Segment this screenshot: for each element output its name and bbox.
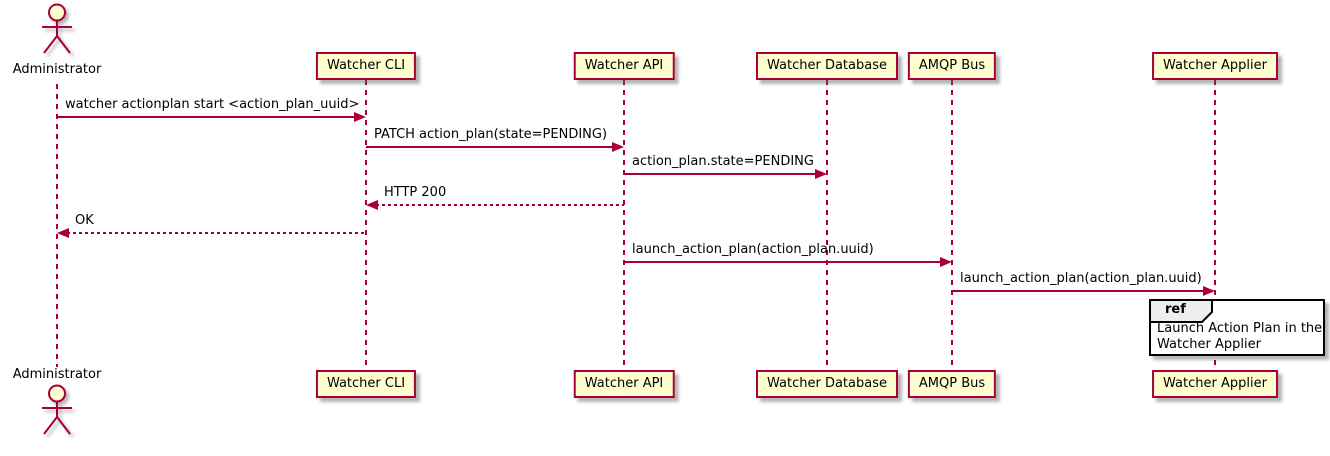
participant-box-watcher-api-bottom: Watcher API <box>573 370 675 398</box>
lifeline-amqp-bus <box>951 80 953 370</box>
message-label-3: HTTP 200 <box>384 185 447 200</box>
participant-box-watcher-applier-top: Watcher Applier <box>1152 52 1278 80</box>
participant-box-watcher-cli-bottom: Watcher CLI <box>315 370 417 398</box>
arrowhead-icon-3 <box>366 200 378 210</box>
arrowhead-icon-4 <box>57 228 69 238</box>
actor-icon-top <box>39 3 75 59</box>
message-label-4: OK <box>75 213 94 228</box>
message-line-2 <box>624 173 817 175</box>
lifeline-watcher-api <box>623 80 625 370</box>
message-label-2: action_plan.state=PENDING <box>632 154 814 169</box>
arrowhead-icon-2 <box>815 169 827 179</box>
message-line-4 <box>67 232 366 234</box>
message-label-0: watcher actionplan start <action_plan_uu… <box>65 97 360 112</box>
message-line-5 <box>624 261 942 263</box>
actor-icon-bottom <box>39 384 75 440</box>
ref-text-line2: Watcher Applier <box>1157 337 1261 352</box>
message-line-6 <box>952 290 1205 292</box>
message-line-0 <box>57 116 356 118</box>
lifeline-watcher-applier <box>1214 80 1216 370</box>
ref-keyword: ref <box>1165 302 1186 317</box>
participant-box-watcher-database-bottom: Watcher Database <box>756 370 898 398</box>
arrowhead-icon-6 <box>1203 286 1215 296</box>
ref-tab-shape <box>1149 299 1213 323</box>
participant-box-amqp-bus-top: AMQP Bus <box>907 52 997 80</box>
message-line-3 <box>376 204 624 206</box>
participant-box-watcher-database-top: Watcher Database <box>756 52 898 80</box>
ref-text: Launch Action Plan in the Watcher Applie… <box>1157 321 1322 353</box>
participant-box-watcher-cli-top: Watcher CLI <box>315 52 417 80</box>
arrowhead-icon-0 <box>354 112 366 122</box>
lifeline-watcher-cli <box>365 80 367 370</box>
participant-box-watcher-applier-bottom: Watcher Applier <box>1152 370 1278 398</box>
lifeline-administrator <box>56 84 58 367</box>
lifeline-watcher-database <box>826 80 828 370</box>
arrowhead-icon-5 <box>940 257 952 267</box>
ref-text-line1: Launch Action Plan in the <box>1157 321 1323 336</box>
participant-box-amqp-bus-bottom: AMQP Bus <box>907 370 997 398</box>
participant-box-watcher-api-top: Watcher API <box>573 52 675 80</box>
actor-label-bottom: Administrator <box>12 367 102 382</box>
message-line-1 <box>366 146 614 148</box>
ref-fragment: ref Launch Action Plan in the Watcher Ap… <box>1149 299 1325 356</box>
message-label-5: launch_action_plan(action_plan.uuid) <box>632 242 874 257</box>
message-label-6: launch_action_plan(action_plan.uuid) <box>960 271 1202 286</box>
message-label-1: PATCH action_plan(state=PENDING) <box>374 127 608 142</box>
actor-label-top: Administrator <box>12 62 102 77</box>
arrowhead-icon-1 <box>612 142 624 152</box>
